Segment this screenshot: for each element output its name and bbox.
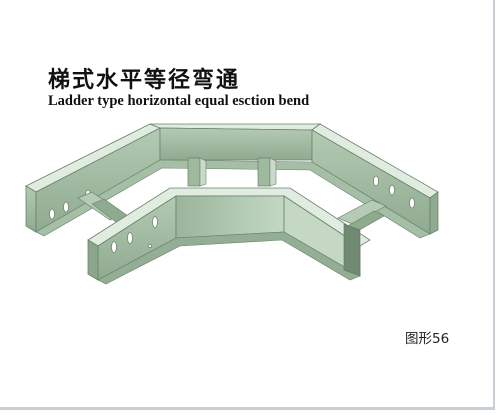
product-title-chinese: 梯式水平等径弯通 xyxy=(48,68,241,93)
product-title-english: Ladder type horizontal equal esction ben… xyxy=(48,93,310,109)
outer-rail-lip xyxy=(35,159,431,239)
inner-rail-slots xyxy=(111,216,158,253)
figure-number-label: 图形56 xyxy=(405,331,450,347)
inner-rail xyxy=(87,187,371,285)
outer-rail-slots xyxy=(49,175,415,220)
